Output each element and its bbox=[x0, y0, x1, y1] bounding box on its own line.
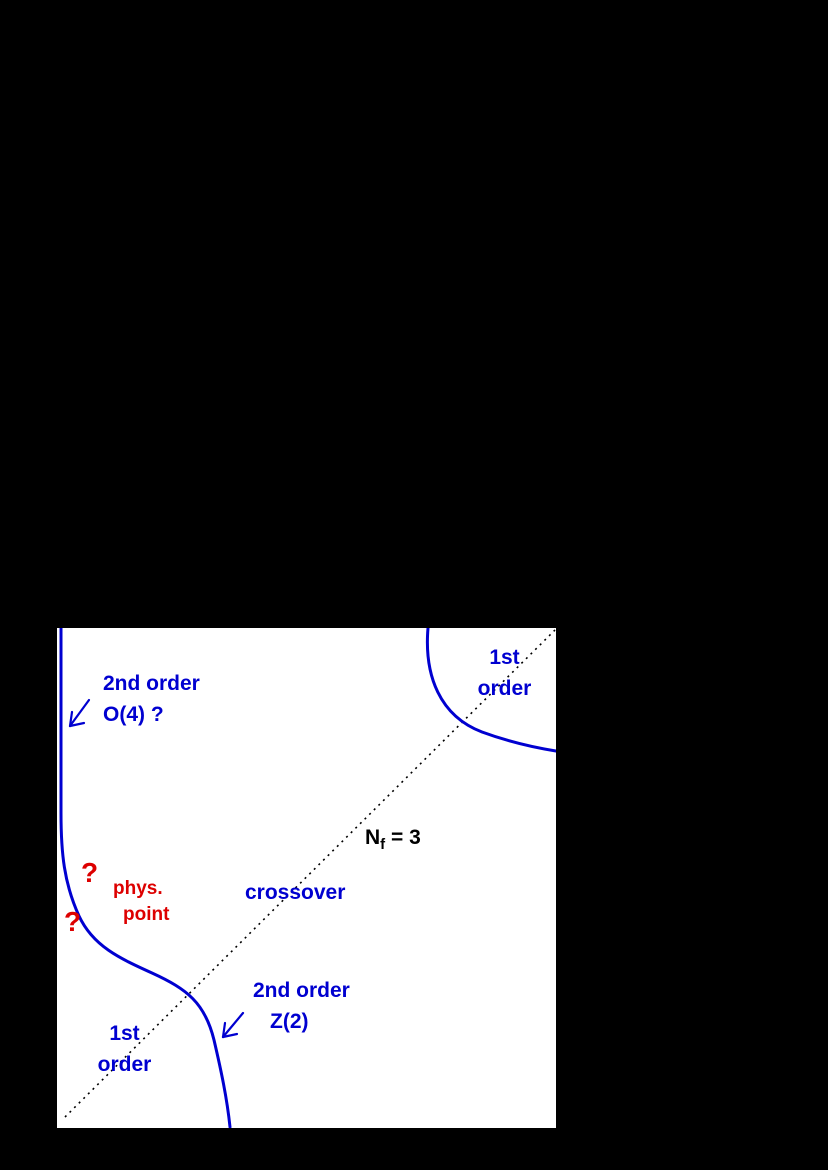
label-crossover: crossover bbox=[245, 881, 346, 904]
label-first-order-bottom: 1st order bbox=[82, 1018, 167, 1080]
label-second-order-z2: 2nd order Z(2) bbox=[253, 975, 350, 1037]
label-second-order-z2-line2: Z(2) bbox=[270, 1010, 309, 1033]
o4-and-z2-boundary-curve bbox=[59, 628, 232, 1128]
label-first-order-top-line2: order bbox=[477, 677, 532, 700]
label-phys-point: phys. point bbox=[113, 876, 169, 928]
first-order-corner-curve bbox=[425, 628, 556, 753]
label-question-lower: ? bbox=[64, 906, 82, 937]
o4-arrow-icon bbox=[68, 698, 91, 728]
label-question-upper: ? bbox=[81, 857, 99, 888]
label-first-order-bottom-line1: 1st bbox=[109, 1022, 140, 1045]
label-first-order-top: 1st order bbox=[462, 642, 547, 704]
label-second-order-o4-line2: O(4) ? bbox=[103, 703, 164, 726]
label-nf3-symbol: N bbox=[365, 826, 381, 849]
label-second-order-o4-line1: 2nd order bbox=[103, 672, 200, 695]
nf3-diagonal-dotted-line bbox=[64, 629, 556, 1118]
label-phys-point-line2: point bbox=[123, 904, 170, 925]
label-nf3-value: = 3 bbox=[385, 826, 421, 849]
label-second-order-z2-line1: 2nd order bbox=[253, 979, 350, 1002]
label-first-order-top-line1: 1st bbox=[489, 646, 520, 669]
z2-arrow-icon bbox=[221, 1011, 245, 1039]
phase-boundaries-svg bbox=[59, 628, 556, 1128]
label-phys-point-line1: phys. bbox=[113, 878, 163, 899]
columbia-plot: 2nd order O(4) ? 1st order Nf = 3 crosso… bbox=[57, 628, 556, 1128]
label-first-order-bottom-line2: order bbox=[97, 1053, 152, 1076]
label-nf3: Nf = 3 bbox=[365, 822, 421, 860]
label-nf3-subscript: f bbox=[380, 836, 386, 854]
label-second-order-o4: 2nd order O(4) ? bbox=[103, 668, 200, 730]
